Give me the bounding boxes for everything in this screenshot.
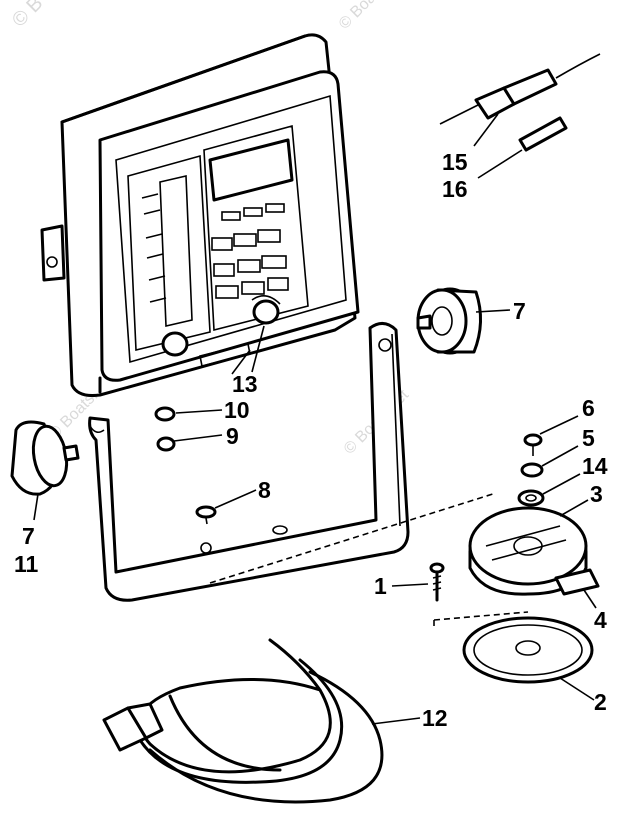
callout-7-left: 7 bbox=[22, 523, 35, 549]
callout-15: 15 bbox=[442, 149, 468, 175]
screw-8 bbox=[195, 489, 257, 525]
watermark-top: © Boats bbox=[336, 0, 388, 33]
callout-14: 14 bbox=[582, 453, 608, 479]
callout-2: 2 bbox=[594, 689, 607, 715]
callout-8: 8 bbox=[258, 477, 271, 503]
mounting-bracket bbox=[88, 322, 410, 602]
callout-7-right: 7 bbox=[513, 298, 526, 324]
callout-6: 6 bbox=[582, 395, 595, 421]
callout-5: 5 bbox=[582, 425, 595, 451]
display-unit bbox=[40, 33, 360, 397]
knob-7-left bbox=[10, 420, 80, 521]
callout-16: 16 bbox=[442, 176, 468, 202]
assembly-lines bbox=[209, 492, 529, 630]
lockwasher-5 bbox=[520, 445, 579, 478]
base-plate-2 bbox=[462, 616, 595, 701]
callout-13: 13 bbox=[232, 371, 258, 397]
washer-14 bbox=[517, 473, 581, 507]
callout-4: 4 bbox=[594, 607, 607, 633]
callout-9: 9 bbox=[226, 423, 239, 449]
swivel-base-3 bbox=[468, 499, 600, 609]
transducer-15 bbox=[439, 53, 601, 147]
washer-10 bbox=[154, 406, 176, 422]
screw-6 bbox=[523, 415, 579, 456]
leader-13 bbox=[231, 325, 265, 375]
fuse-16 bbox=[477, 116, 568, 179]
watermark-corner: © B bbox=[8, 0, 47, 32]
wood-screw-1 bbox=[391, 562, 445, 602]
callout-11: 11 bbox=[14, 551, 39, 577]
callout-3: 3 bbox=[590, 481, 603, 507]
callout-12: 12 bbox=[422, 705, 448, 731]
screw-9 bbox=[156, 434, 223, 452]
callout-1: 1 bbox=[374, 573, 387, 599]
knob-7-right bbox=[416, 287, 511, 355]
cable-12 bbox=[102, 638, 421, 804]
callout-10: 10 bbox=[224, 397, 250, 423]
